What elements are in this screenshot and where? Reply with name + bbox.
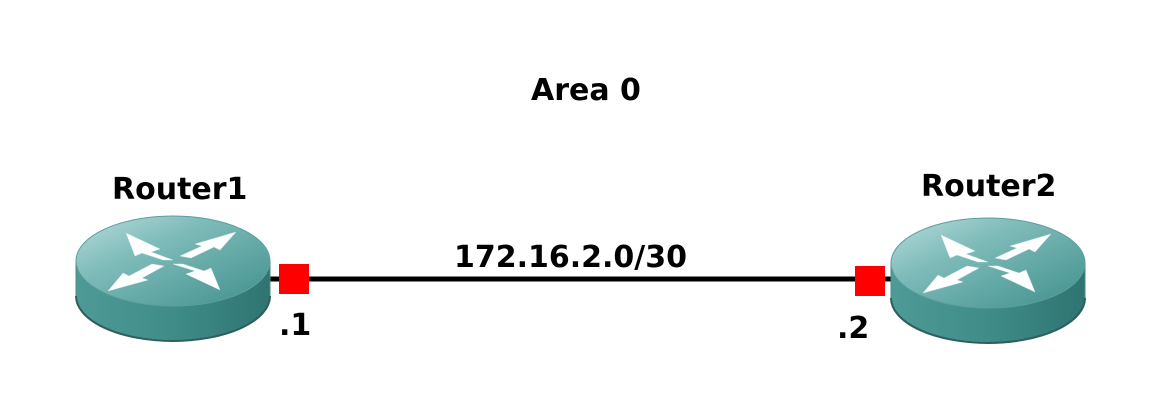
area-label: Area 0 [531,73,641,108]
router1-ip-label: .1 [279,308,312,343]
router2-icon[interactable] [890,217,1086,344]
router1-interface-marker[interactable] [279,264,309,294]
router1-icon[interactable] [75,215,271,342]
router2-ip-label: .2 [837,311,870,346]
router1-label: Router1 [112,172,248,207]
router2-label: Router2 [921,169,1057,204]
subnet-label: 172.16.2.0/30 [454,240,688,275]
router2-interface-marker[interactable] [855,266,885,296]
